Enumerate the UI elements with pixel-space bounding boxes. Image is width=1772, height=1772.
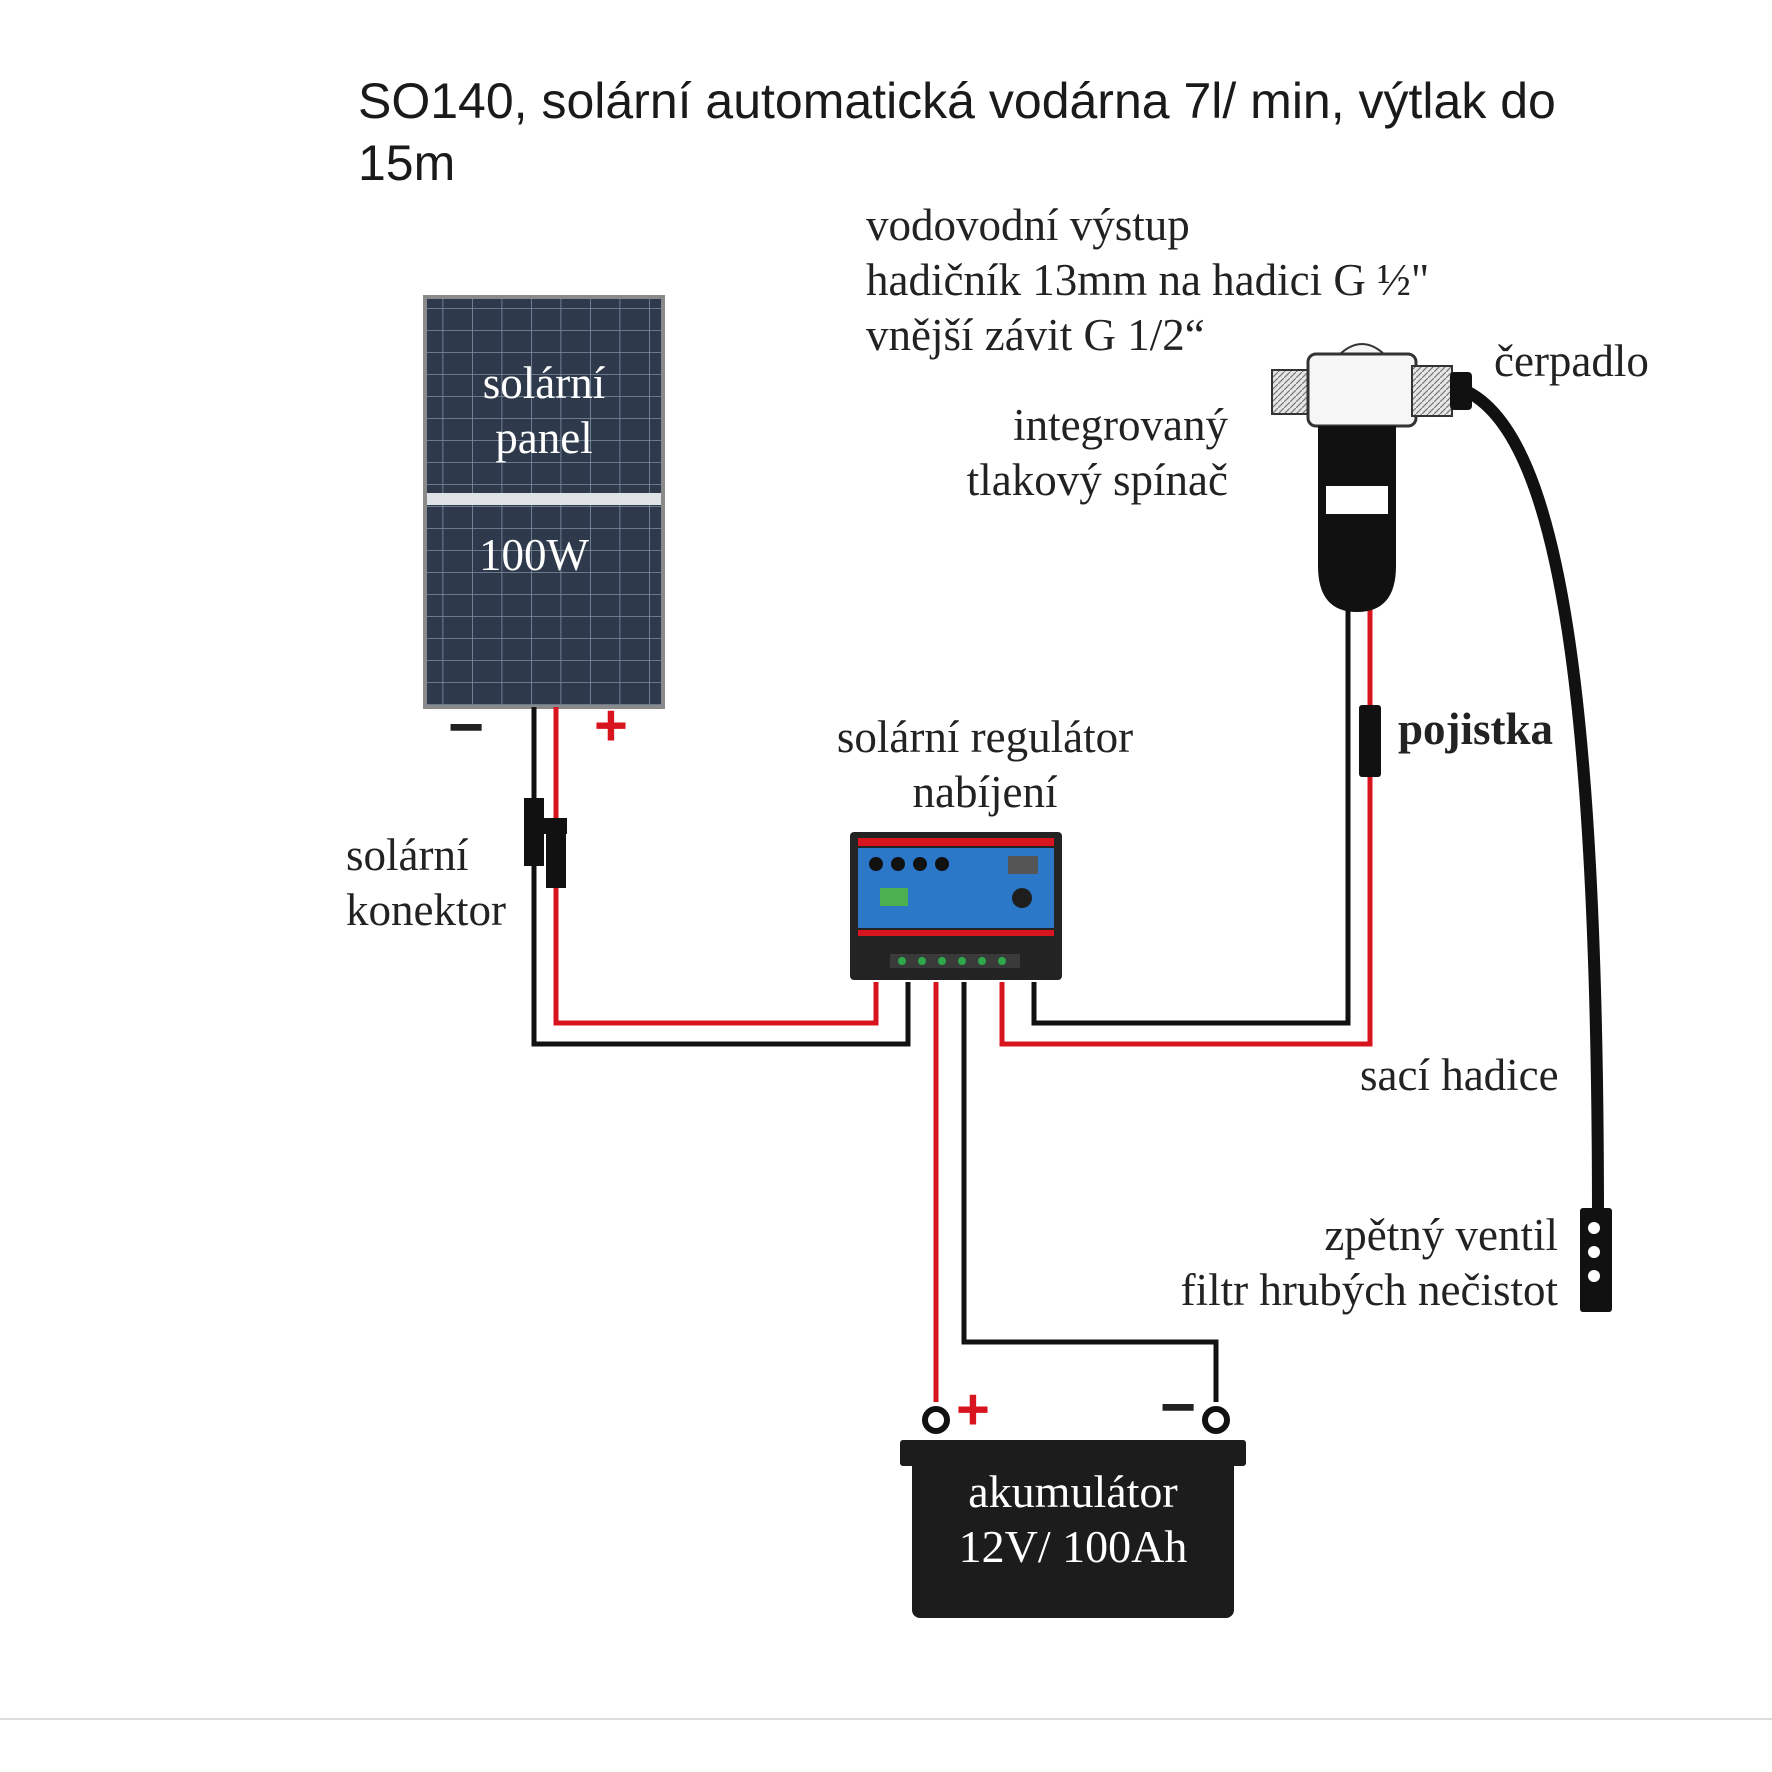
- pump-wires: [999, 608, 1373, 1047]
- page-title: SO140, solární automatická vodárna 7l/ m…: [358, 73, 1556, 191]
- regulator-label: solární regulátor nabíjení: [836, 712, 1134, 817]
- battery-minus-sign: −: [1160, 1373, 1197, 1442]
- battery-plus-sign: +: [956, 1377, 990, 1442]
- pump-label: čerpadlo: [1494, 336, 1649, 386]
- check-valve-label: zpětný ventil filtr hrubých nečistot: [1180, 1210, 1558, 1315]
- pump-icon: [1271, 343, 1472, 612]
- battery-icon: [900, 1406, 1246, 1618]
- pressure-switch-label: integrovaný tlakový spínač: [966, 400, 1228, 505]
- bottom-divider: [0, 1718, 1772, 1720]
- panel-minus-sign: −: [448, 693, 485, 762]
- battery-label: akumulátor 12V/ 100Ah: [958, 1466, 1188, 1572]
- solar-panel: [423, 295, 665, 709]
- suction-hose-label: sací hadice: [1360, 1050, 1559, 1100]
- water-outlet-label: vodovodní výstup hadičník 13mm na hadici…: [866, 200, 1430, 360]
- connector-label: solární konektor: [346, 830, 506, 935]
- charge-regulator-icon: [850, 832, 1062, 980]
- fuse-icon: [1359, 705, 1381, 777]
- battery-negative-wire: [961, 982, 1219, 1402]
- pump-positive-wire: [999, 608, 1373, 1047]
- solar-connector-icon: [524, 798, 567, 888]
- fuse-label: pojistka: [1398, 704, 1554, 754]
- panel-negative-wire: [531, 707, 911, 1047]
- pump-negative-wire: [1031, 608, 1351, 1026]
- panel-label: solární panel: [482, 358, 606, 463]
- suction-hose: [1462, 386, 1604, 1226]
- battery-wires: [933, 982, 1219, 1402]
- check-valve-icon: [1580, 1208, 1612, 1312]
- panel-plus-sign: +: [594, 693, 628, 758]
- panel-power-label: 100W: [479, 530, 589, 580]
